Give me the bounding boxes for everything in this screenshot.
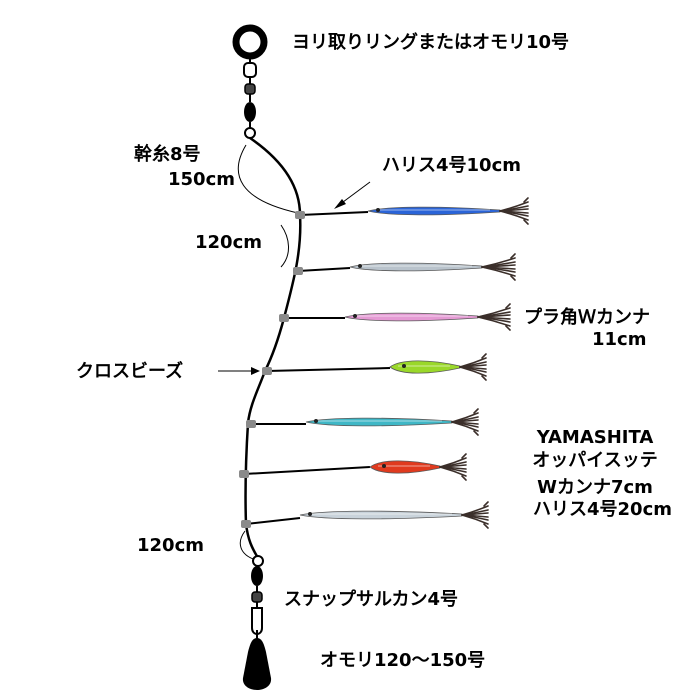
cross-bead-icon	[295, 211, 305, 219]
cross-bead-icon	[239, 470, 249, 478]
spacing-upper-label: 120cm	[195, 232, 262, 253]
blue-squid-jig-icon	[295, 197, 529, 225]
cross-bead-icon	[279, 314, 289, 322]
oppai-lure-label: オッパイスッテ	[532, 450, 658, 471]
cross-bead-icon	[246, 420, 256, 428]
spacing-lower-label: 120cm	[137, 535, 204, 556]
brand-label: YAMASHITA	[536, 427, 654, 448]
leader-arrow-icon	[334, 181, 371, 209]
clear-squid-jig-icon	[241, 501, 489, 529]
leader-label: ハリス4号10cm	[382, 155, 521, 176]
plastic-lure-label: プラ角Ｗカンナ	[524, 307, 650, 328]
length-arc-mid	[280, 224, 289, 268]
cross-bead-icon	[262, 367, 272, 375]
pink-squid-jig-icon	[279, 303, 511, 331]
leader-lower-label: ハリス4号20cm	[533, 499, 672, 520]
cross-beads-arrow-icon	[218, 367, 260, 375]
red-squid-jig-icon	[239, 453, 467, 481]
oppai-lure-spec-label: Wカンナ7cm	[537, 477, 653, 498]
upper-swivel-icon	[243, 56, 257, 139]
snap-swivel-label: スナップサルカン4号	[284, 589, 458, 610]
length-arc-top	[237, 144, 299, 214]
top-ring-label: ヨリ取りリングまたはオモリ10号	[292, 32, 570, 53]
plastic-lure-size-label: 11cm	[592, 329, 647, 350]
main-line-length-label: 150cm	[168, 169, 235, 190]
green-squid-jig-icon	[262, 353, 487, 381]
length-arc-bottom	[239, 530, 257, 561]
silver-squid-jig-icon	[293, 253, 516, 281]
snap-swivel-icon	[251, 555, 264, 640]
sinker-icon	[242, 638, 272, 690]
main-line	[244, 136, 302, 559]
cross-bead-icon	[293, 267, 303, 275]
swivel-ring-icon	[232, 24, 268, 60]
cyan-squid-jig-icon	[246, 408, 479, 436]
main-line-label: 幹糸8号	[134, 144, 201, 165]
sinker-label: オモリ120〜150号	[320, 650, 486, 671]
cross-beads-label: クロスビーズ	[76, 361, 184, 382]
cross-bead-icon	[241, 520, 251, 528]
